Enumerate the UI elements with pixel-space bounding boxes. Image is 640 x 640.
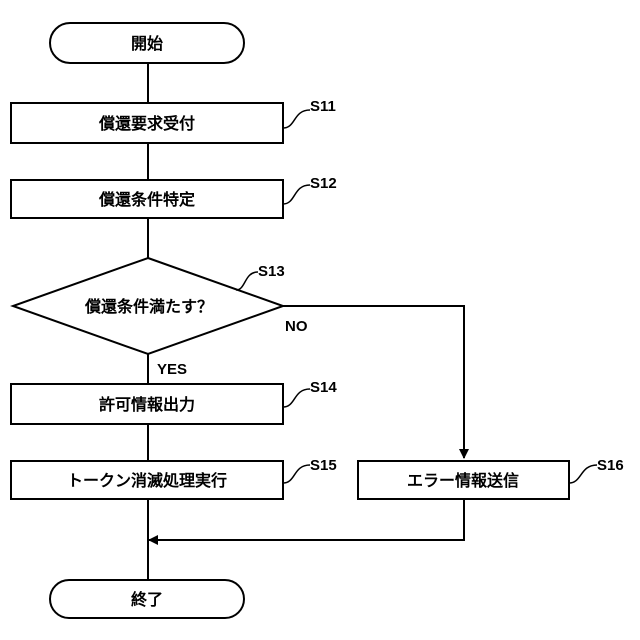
step-number-s11: S11 [310, 98, 336, 115]
branch-label-yes: YES [157, 361, 187, 378]
end-label: 終了 [131, 590, 163, 609]
end-terminal: 終了 [50, 580, 244, 618]
step-number-s14: S14 [310, 379, 337, 396]
process-label-s14: 許可情報出力 [99, 395, 195, 414]
step-leader-s11 [283, 110, 310, 128]
process-box-s14: 許可情報出力 S14 [11, 379, 337, 424]
step-leader-s14 [283, 389, 310, 407]
process-label-s11: 償還要求受付 [98, 114, 195, 133]
step-leader-s13 [236, 272, 258, 290]
process-box-s11: 償還要求受付 S11 [11, 98, 336, 143]
process-label-s12: 償還条件特定 [98, 190, 195, 209]
step-leader-s12 [283, 185, 310, 204]
process-label-s16: エラー情報送信 [407, 471, 519, 490]
process-box-s12: 償還条件特定 S12 [11, 175, 337, 218]
connector-s16-merge [149, 499, 464, 540]
step-number-s15: S15 [310, 457, 337, 474]
step-leader-s15 [283, 465, 310, 483]
decision-s13: 償還条件満たす？ S13 NO YES [13, 258, 308, 378]
step-number-s13: S13 [258, 263, 285, 280]
start-terminal: 開始 [50, 23, 244, 63]
step-number-s16: S16 [597, 457, 624, 474]
step-number-s12: S12 [310, 175, 337, 192]
start-label: 開始 [131, 34, 163, 53]
process-label-s15: トークン消滅処理実行 [67, 471, 227, 490]
process-box-s15: トークン消滅処理実行 S15 [11, 457, 337, 499]
process-box-s16: エラー情報送信 S16 [358, 457, 624, 499]
step-leader-s16 [569, 465, 597, 483]
branch-label-no: NO [285, 318, 308, 335]
decision-label-s13: 償還条件満たす？ [84, 297, 213, 316]
